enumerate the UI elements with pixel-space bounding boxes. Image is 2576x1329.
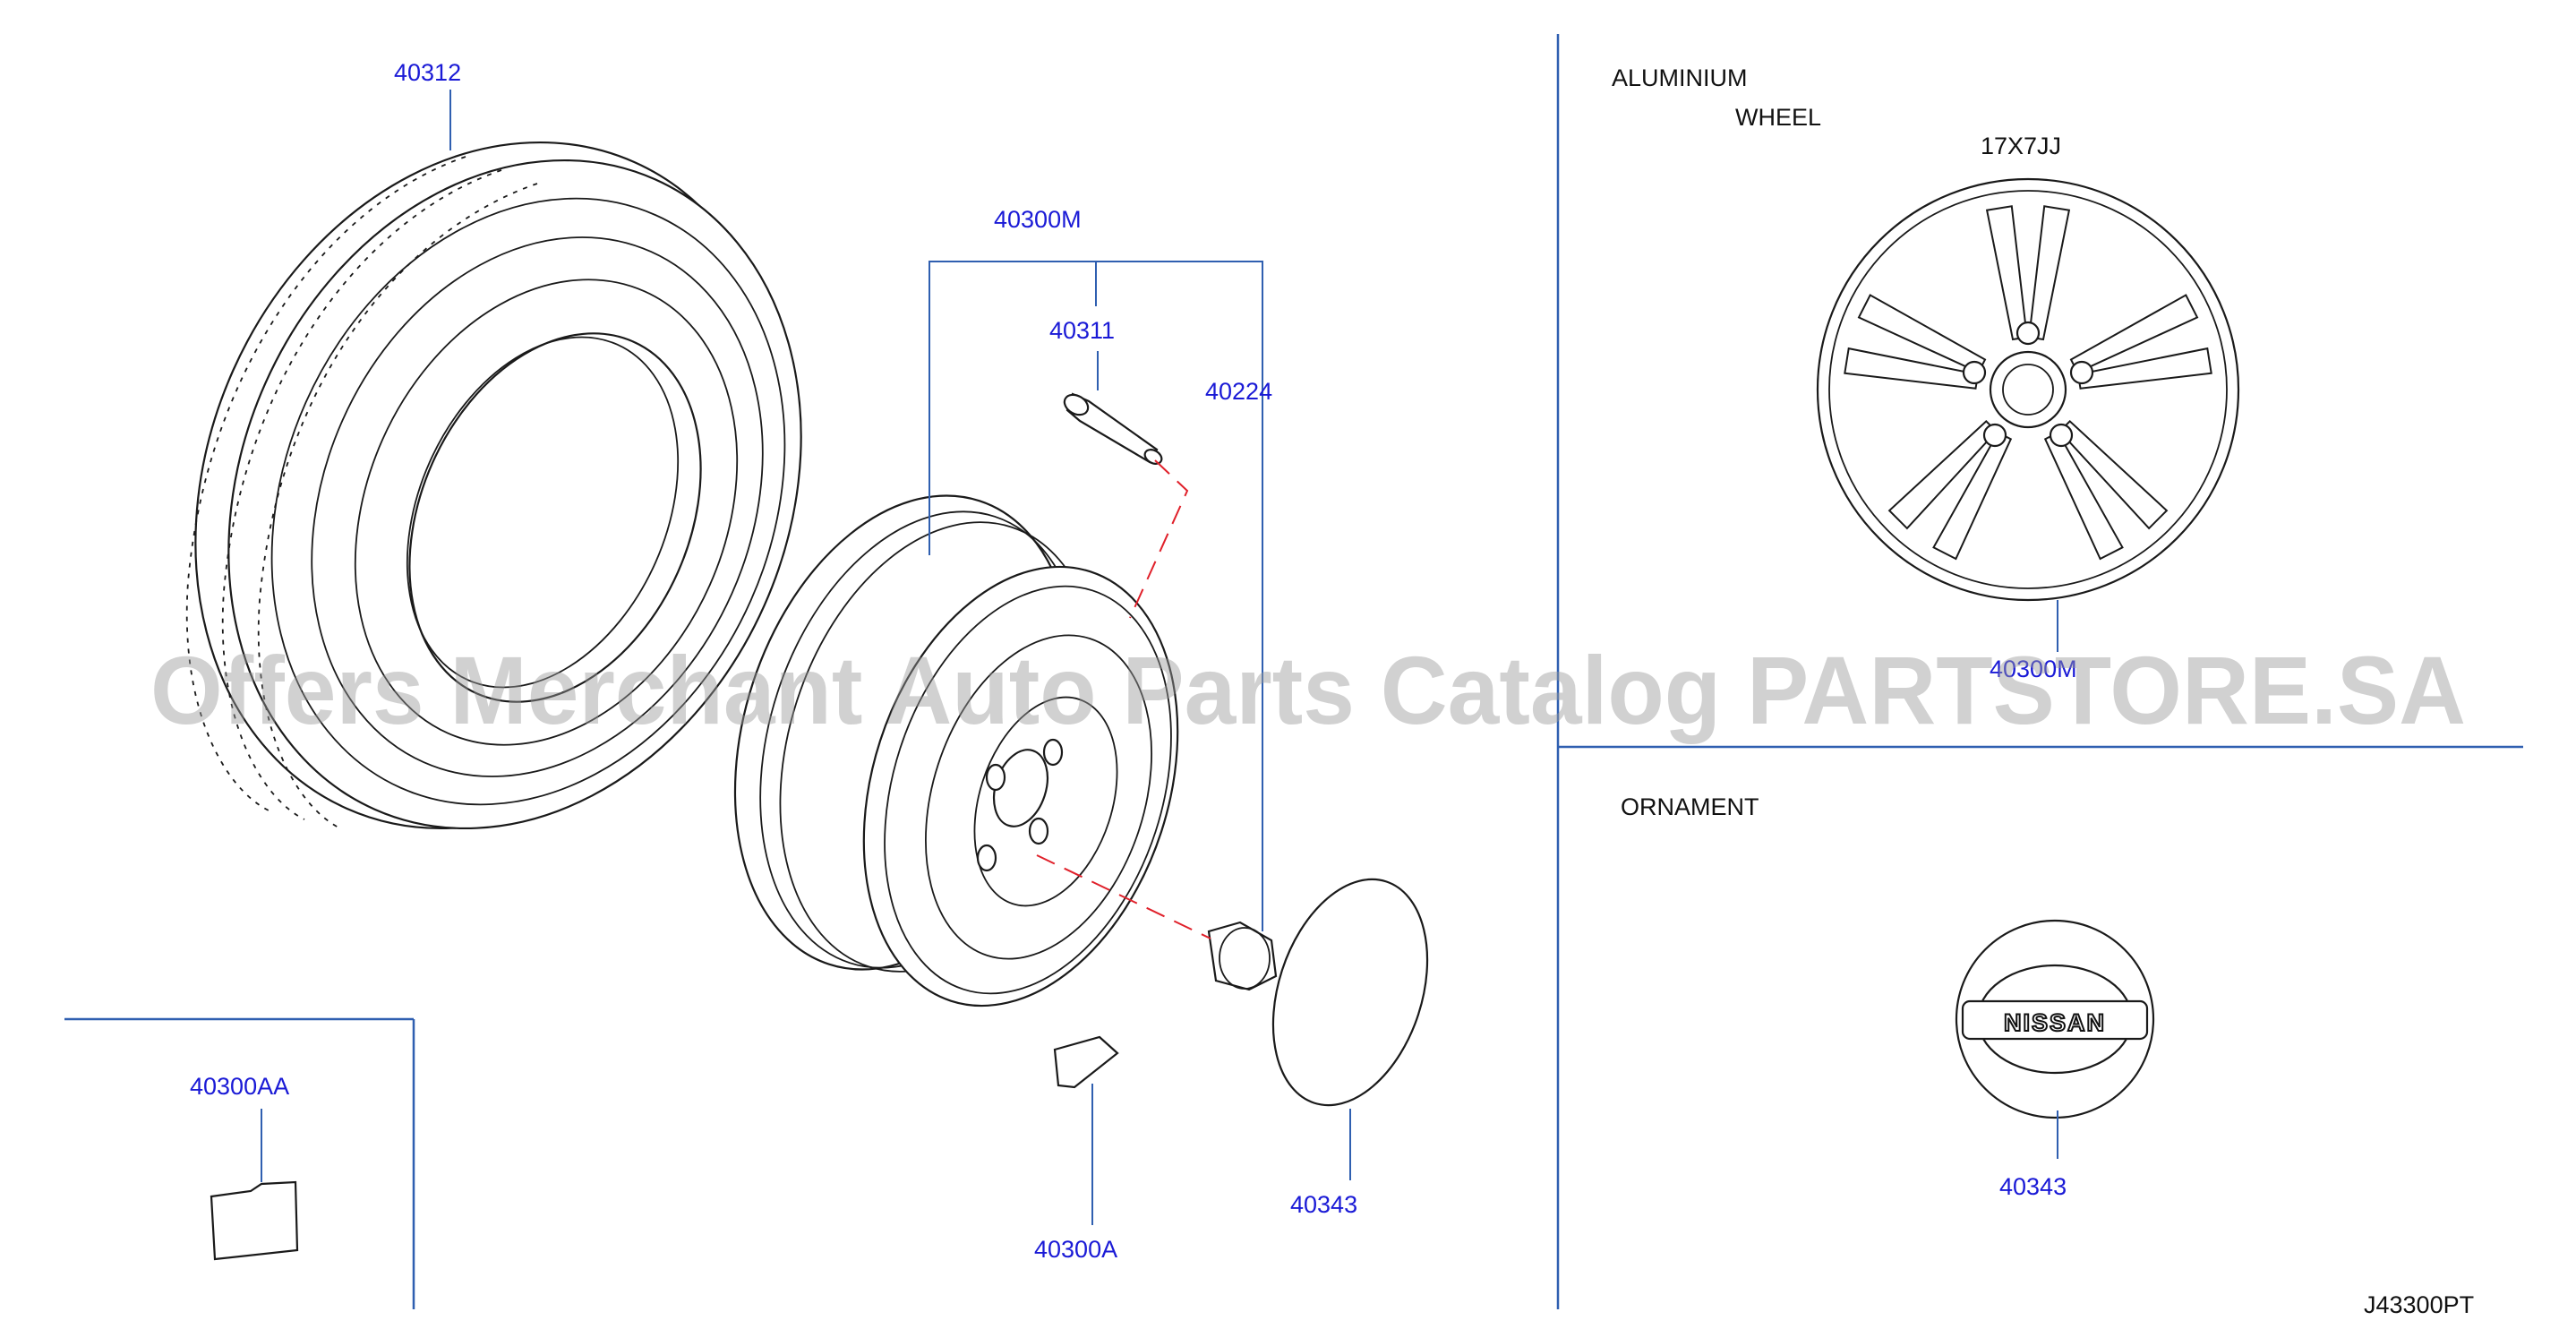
- label-valve[interactable]: 40311: [1049, 317, 1115, 344]
- center-cap-drawing[interactable]: [1246, 860, 1455, 1126]
- balance-weight-a-drawing[interactable]: [1053, 1035, 1119, 1089]
- alloy-wheel-drawing[interactable]: [1816, 177, 2240, 602]
- watermark-text: Offers Merchant Auto Parts Catalog PARTS…: [150, 636, 2466, 744]
- label-wheel-assembly[interactable]: 40300M: [994, 206, 1082, 233]
- steel-wheel-drawing[interactable]: [678, 451, 1231, 1046]
- label-balance-weight-a[interactable]: 40300A: [1034, 1236, 1117, 1263]
- alloy-spoke: [1985, 205, 2028, 341]
- leader-lines: [261, 90, 2058, 1225]
- balance-weight-aa-drawing[interactable]: [210, 1180, 299, 1261]
- nissan-logo-text: NISSAN: [2004, 1009, 2106, 1036]
- label-tire[interactable]: 40312: [394, 59, 461, 86]
- diagram-code: J43300PT: [2364, 1291, 2474, 1318]
- alloy-spoke: [2058, 420, 2169, 530]
- heading-wheel: WHEEL: [1735, 104, 1821, 131]
- label-nut[interactable]: 40224: [1205, 378, 1272, 405]
- heading-ornament: ORNAMENT: [1621, 793, 1759, 820]
- ornament-drawing[interactable]: NISSAN: [1955, 919, 2155, 1119]
- valve-stem-drawing[interactable]: [1061, 390, 1164, 467]
- heading-aluminium: ALUMINIUM: [1612, 64, 1748, 91]
- section-dividers: [64, 34, 2523, 1309]
- tire-drawing[interactable]: [90, 47, 905, 923]
- wheel-nut-drawing[interactable]: [1207, 921, 1278, 991]
- alloy-spoke: [1932, 431, 2013, 561]
- label-ornament-part[interactable]: 40343: [1999, 1173, 2067, 1200]
- label-center-cap[interactable]: 40343: [1290, 1191, 1357, 1218]
- heading-size: 17X7JJ: [1981, 133, 2061, 159]
- part-labels: 40312 40300M 40311 40224 40300A 40300AA …: [190, 59, 2474, 1318]
- label-balance-weight-aa[interactable]: 40300AA: [190, 1073, 289, 1100]
- label-alloy-wheel[interactable]: 40300M: [1990, 656, 2077, 682]
- alloy-spoke: [2069, 294, 2199, 374]
- assembly-dashed-lines: [1036, 459, 1211, 939]
